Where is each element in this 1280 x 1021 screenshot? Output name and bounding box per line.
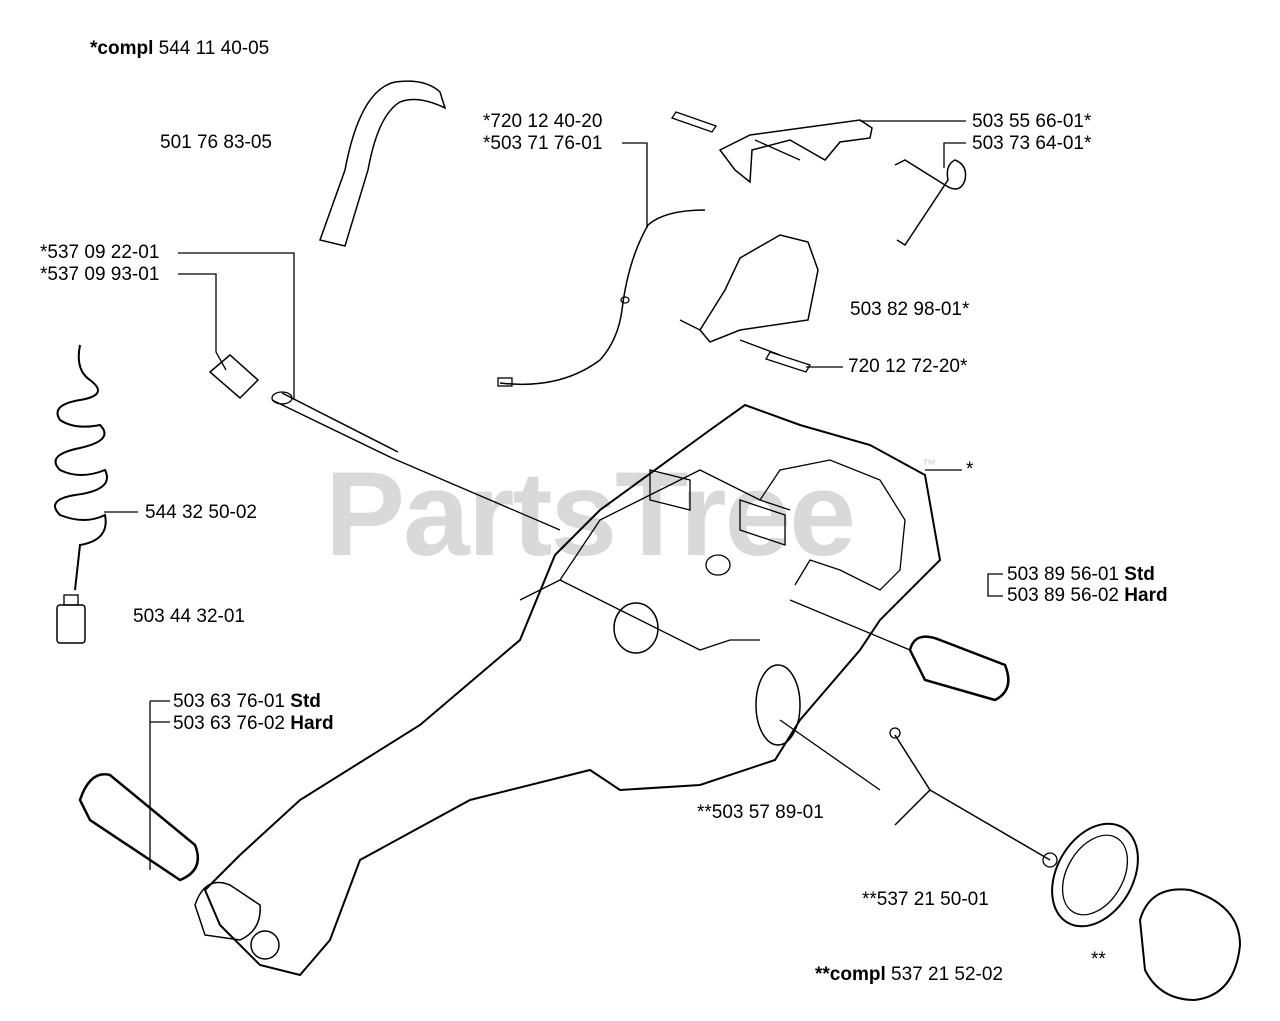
label-503-63-76-02: 503 63 76-02 Hard	[173, 713, 334, 734]
label-503-44-32-01: 503 44 32-01	[133, 606, 245, 627]
fuel-line	[499, 209, 706, 386]
watermark: PartsTree	[325, 447, 856, 581]
leader-503-6376	[149, 700, 170, 870]
rod-end	[271, 391, 293, 405]
label-544-32-50-02: 544 32 50-02	[145, 502, 257, 523]
label-503-57-89-01: **503 57 89-01	[697, 802, 824, 823]
label-537-09-93-01: *537 09 93-01	[40, 264, 160, 285]
label-503-63-76-01: 503 63 76-01 Std	[173, 691, 321, 712]
tank-rear-handle	[759, 459, 906, 591]
tank-inner-2	[559, 469, 791, 581]
tank-slot-1	[649, 469, 691, 511]
label-503-89-56-02: 503 89 56-02 Hard	[1007, 585, 1168, 606]
throttle-pin	[670, 111, 718, 133]
watermark-trademark: ™	[922, 456, 936, 472]
throttle-trigger	[718, 119, 873, 184]
label-503-71-76-01: *503 71 76-01	[483, 133, 603, 154]
pickup-tube	[894, 734, 1051, 861]
tank-body	[203, 403, 942, 977]
valve-fitting	[208, 354, 260, 400]
label-compl-top: *compl 544 11 40-05	[90, 38, 270, 59]
pickup-top	[889, 727, 901, 739]
label-720-12-72-20: 720 12 72-20*	[848, 356, 968, 377]
fuel-hose	[319, 80, 447, 247]
label-compl-bottom: **compl 537 21 52-02	[815, 964, 1004, 985]
label-501-76-83-05: 501 76 83-05	[160, 132, 272, 153]
grip-bushing	[250, 930, 280, 960]
label-720-12-40-20: *720 12 40-20	[483, 111, 603, 132]
label-503-73-64-01: 503 73 64-01*	[972, 133, 1092, 154]
throttle-spring	[894, 159, 967, 247]
front-grip	[78, 773, 200, 882]
cap-gasket	[1051, 822, 1139, 928]
fuel-line-clip	[620, 296, 630, 304]
throttle-lockout	[699, 234, 819, 343]
grip-end	[194, 881, 261, 941]
label-double-star: **	[1091, 949, 1106, 970]
tank-inner-1	[519, 579, 760, 651]
fuel-cap	[1138, 888, 1242, 1002]
tank-slot-2	[739, 499, 786, 546]
label-537-21-50-01: **537 21 50-01	[862, 889, 989, 910]
label-537-09-22-01: *537 09 22-01	[40, 242, 160, 263]
cap-gasket-inner	[1061, 834, 1129, 916]
lockout-pin	[765, 351, 811, 373]
label-star: *	[966, 459, 974, 480]
tank-bore	[755, 664, 801, 746]
label-503-55-66-01: 503 55 66-01*	[972, 111, 1092, 132]
rear-grip	[908, 635, 1010, 702]
leader-503-7176	[622, 142, 648, 228]
rod	[271, 392, 399, 459]
leader-diag-5	[754, 139, 801, 161]
pickup-end	[1042, 852, 1058, 868]
leader-diag-1	[391, 457, 561, 531]
label-503-82-98-01: 503 82 98-01*	[850, 299, 970, 320]
leader-diag-3	[779, 719, 881, 791]
tank-spring	[705, 554, 731, 576]
filter-coil	[54, 344, 108, 591]
fuel-line-end	[497, 377, 513, 387]
fuel-filter	[56, 604, 86, 644]
leader-537-0993	[178, 273, 227, 371]
leader-diag-4	[679, 319, 781, 356]
leader-503-7364	[943, 142, 966, 168]
leader-503-8956	[987, 573, 1003, 597]
leader-diag-2	[789, 599, 911, 651]
label-503-89-56-01: 503 89 56-01 Std	[1007, 564, 1155, 585]
leader-537-0922	[178, 252, 295, 400]
fuel-filter-cap	[63, 594, 79, 606]
tank-port	[613, 602, 659, 654]
